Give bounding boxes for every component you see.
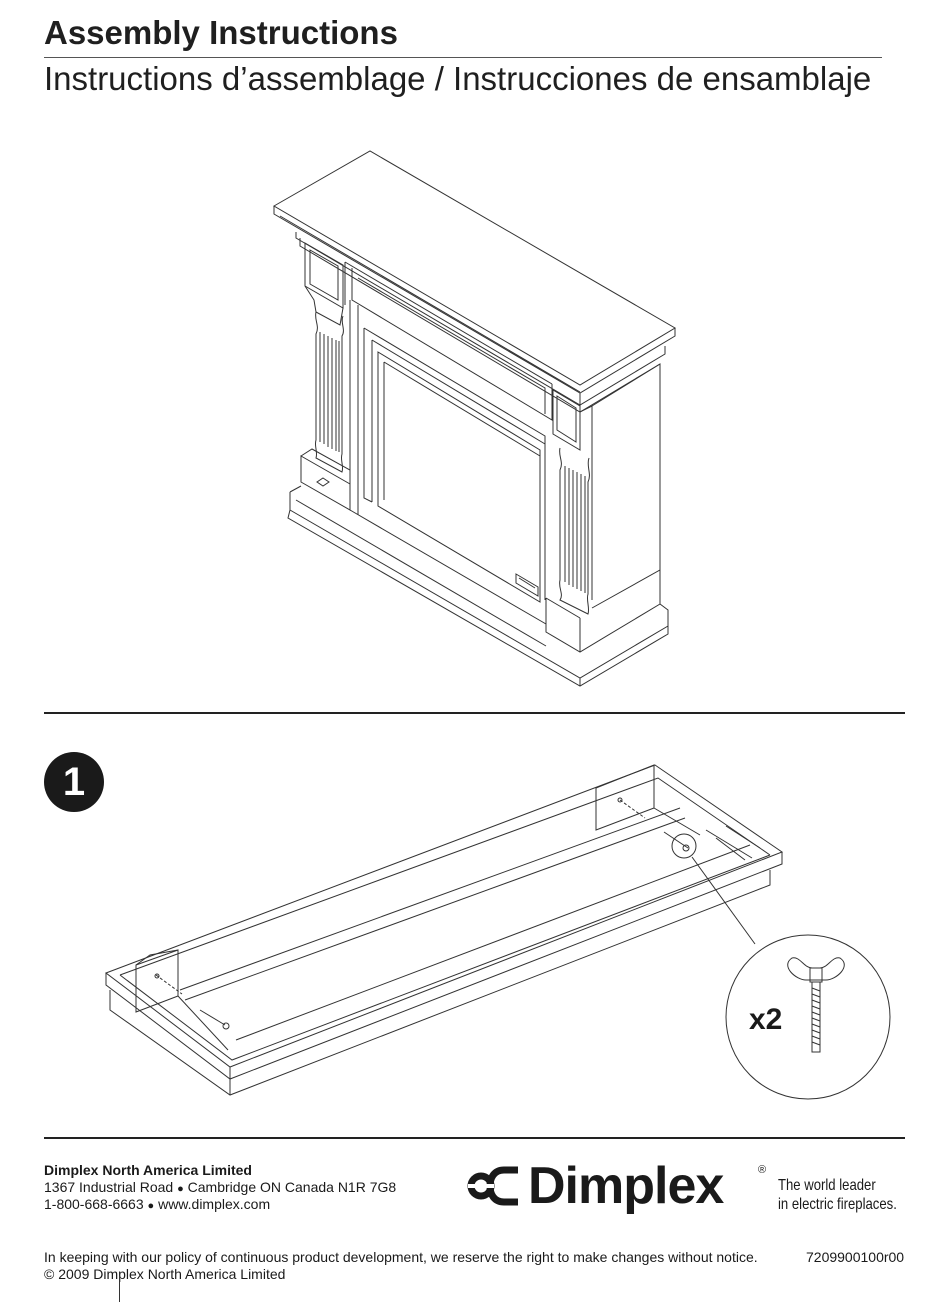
dimplex-mark-icon — [466, 1164, 522, 1210]
company-name: Dimplex North America Limited — [44, 1162, 252, 1178]
website-link: www.dimplex.com — [158, 1196, 271, 1212]
footer-divider — [44, 1137, 905, 1139]
page-subtitle: Instructions d’assemblage / Instruccione… — [44, 60, 872, 97]
section-divider — [44, 712, 905, 714]
brand-tagline: The world leader in electric fireplaces. — [778, 1177, 897, 1213]
dimplex-logo: Dimplex ® The world leader in electric f… — [466, 1157, 906, 1220]
title-divider — [44, 57, 882, 58]
copyright-notice: © 2009 Dimplex North America Limited — [44, 1266, 286, 1282]
step-number-badge: 1 — [44, 752, 104, 812]
company-contact: 1-800-668-6663 ● www.dimplex.com — [44, 1196, 271, 1212]
policy-notice: In keeping with our policy of continuous… — [44, 1249, 758, 1265]
phone-number: 1-800-668-6663 — [44, 1196, 144, 1212]
quantity-label: x2 — [749, 1003, 783, 1036]
wing-bolt-icon — [788, 958, 845, 1052]
page-title: Assembly Instructions — [44, 14, 398, 51]
crop-mark — [119, 1276, 120, 1302]
company-address: 1367 Industrial Road ● Cambridge ON Cana… — [44, 1179, 397, 1195]
document-number: 7209900100r00 — [806, 1249, 905, 1265]
